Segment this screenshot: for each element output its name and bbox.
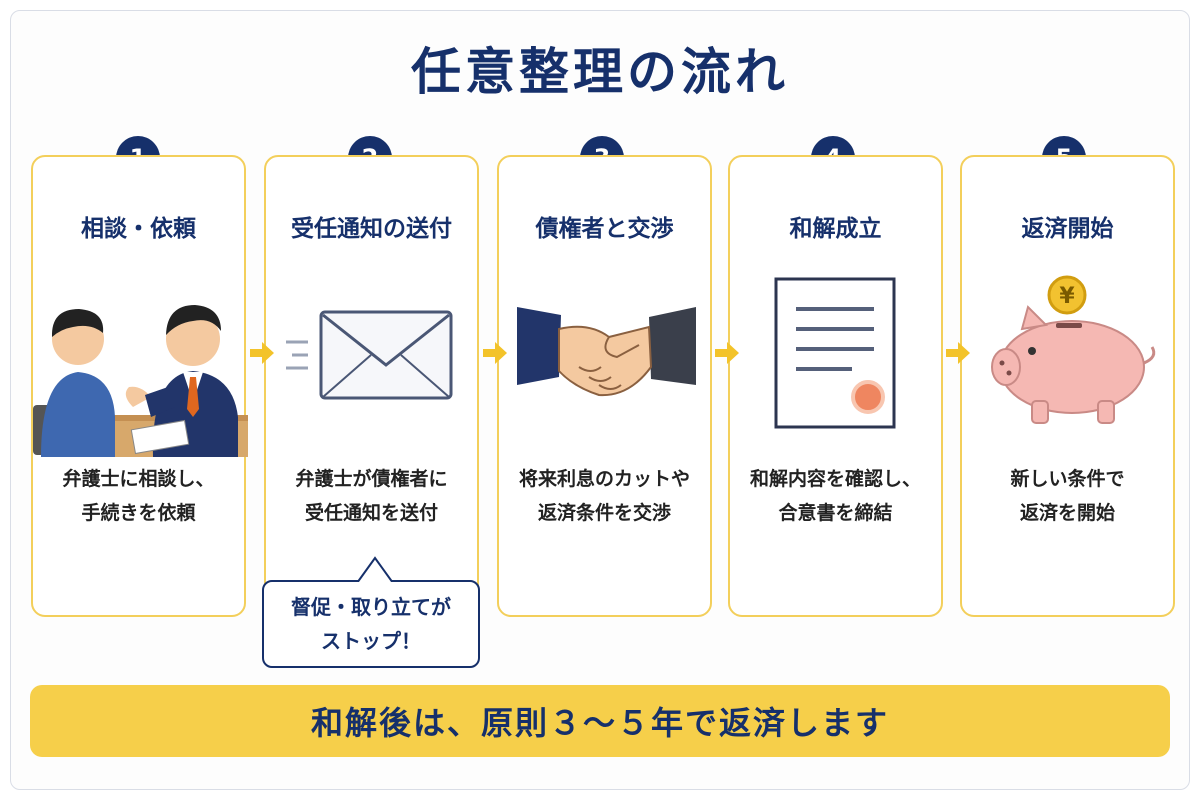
step-2-card: 受任通知の送付 弁護士が債権者に 受任通知を送付 bbox=[264, 155, 479, 617]
step-4-title: 和解成立 bbox=[789, 216, 882, 242]
yen-coin-icon: ¥ bbox=[1059, 284, 1075, 309]
step-2-title: 受任通知の送付 bbox=[291, 216, 452, 242]
step-2-description: 弁護士が債権者に 受任通知を送付 bbox=[295, 468, 448, 524]
step-1-card: 相談・依頼 弁護士に相談し、 手続きを依頼 bbox=[31, 155, 253, 617]
arrow-right-icon bbox=[715, 342, 739, 364]
callout-tail bbox=[355, 556, 395, 584]
step-1-description: 弁護士に相談し、 手続きを依頼 bbox=[62, 468, 215, 524]
step-4-card: 和解成立 和解内容を確認し、 合意書を締結 bbox=[728, 155, 943, 617]
arrow-right-icon bbox=[946, 342, 970, 364]
step-3-description: 将来利息のカットや 返済条件を交渉 bbox=[518, 468, 690, 524]
arrow-right-icon bbox=[250, 342, 274, 364]
arrow-right-icon bbox=[483, 342, 507, 364]
contract-document-icon bbox=[730, 267, 941, 457]
step-1-title: 相談・依頼 bbox=[81, 216, 196, 242]
step-5-description: 新しい条件で 返済を開始 bbox=[1010, 468, 1125, 524]
step-5-title: 返済開始 bbox=[1021, 216, 1114, 242]
step-3-title: 債権者と交渉 bbox=[535, 216, 674, 242]
step-3-card: 債権者と交渉 将来利息のカットや 返済条件を交渉 bbox=[497, 155, 712, 617]
step-5-card: 返済開始 ¥ 新しい条件で 返済を開始 bbox=[960, 155, 1175, 617]
step-4-description: 和解内容を確認し、 合意書を締結 bbox=[749, 468, 921, 524]
consultation-illustration bbox=[33, 267, 253, 457]
stop-collection-callout: 督促・取り立てが ストップ！ bbox=[262, 580, 480, 668]
envelope-icon bbox=[266, 267, 477, 457]
summary-banner: 和解後は、原則３～５年で返済します bbox=[30, 685, 1170, 757]
handshake-icon bbox=[499, 267, 710, 457]
page-title: 任意整理の流れ bbox=[411, 43, 789, 101]
piggy-bank-icon: ¥ bbox=[962, 267, 1173, 457]
